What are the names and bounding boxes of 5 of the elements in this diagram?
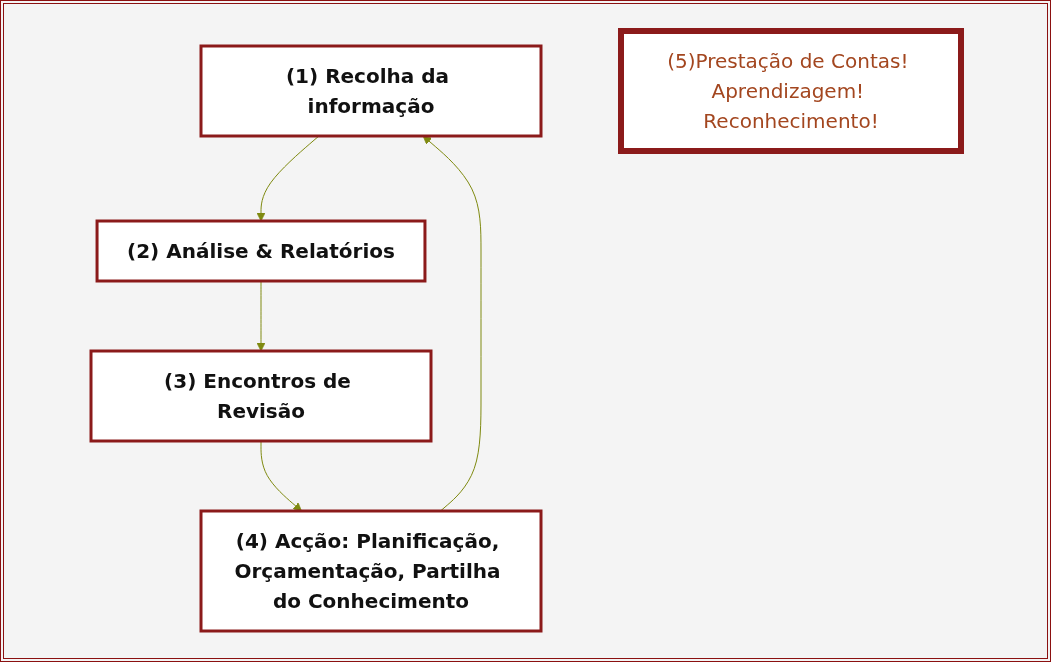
node-box: (3) Encontros de Revisão [89,349,432,443]
node-box: (4) Acção: Planificação, Orçamentação, Partilha do Conhecimento [199,509,542,633]
node-box: (1) Recolha da informação [199,44,542,138]
node-box: (5)Prestação de Contas! Aprendizagem! Reconhecimento! [617,28,964,154]
node-box: (2) Análise & Relatórios [95,219,426,283]
